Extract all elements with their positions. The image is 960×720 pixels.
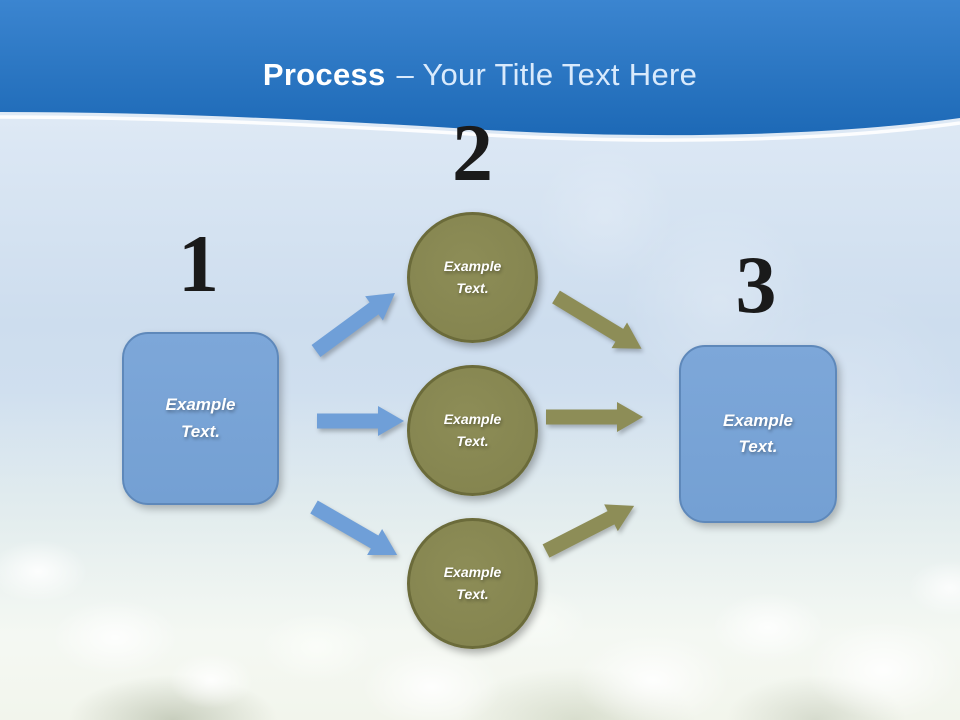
step-number-2: 2: [452, 107, 493, 198]
process-box-step3: Example Text.: [679, 345, 837, 523]
process-box-step1-label: Example Text.: [165, 395, 236, 441]
step-number-3: 3: [735, 239, 777, 330]
slide-title: Process – Your Title Text Here: [0, 57, 960, 93]
step-number-1: 1: [178, 218, 219, 309]
process-box-step1: Example Text.: [122, 332, 279, 505]
header-underline-curve: [0, 115, 960, 142]
header-band-shape: [0, 0, 960, 136]
process-circle-bottom: Example Text.: [407, 518, 538, 649]
header-band: [0, 0, 960, 142]
process-box-step3-label: Example Text.: [723, 410, 793, 456]
process-circle-top-label: Example Text.: [443, 257, 502, 296]
process-circle-middle-label: Example Text.: [443, 410, 502, 449]
title-keyword: Process: [262, 57, 386, 92]
process-circle-middle: Example Text.: [407, 365, 538, 496]
process-circle-top: Example Text.: [407, 212, 538, 343]
process-circle-bottom-label: Example Text.: [443, 563, 502, 602]
title-text: – Your Title Text Here: [396, 57, 698, 92]
